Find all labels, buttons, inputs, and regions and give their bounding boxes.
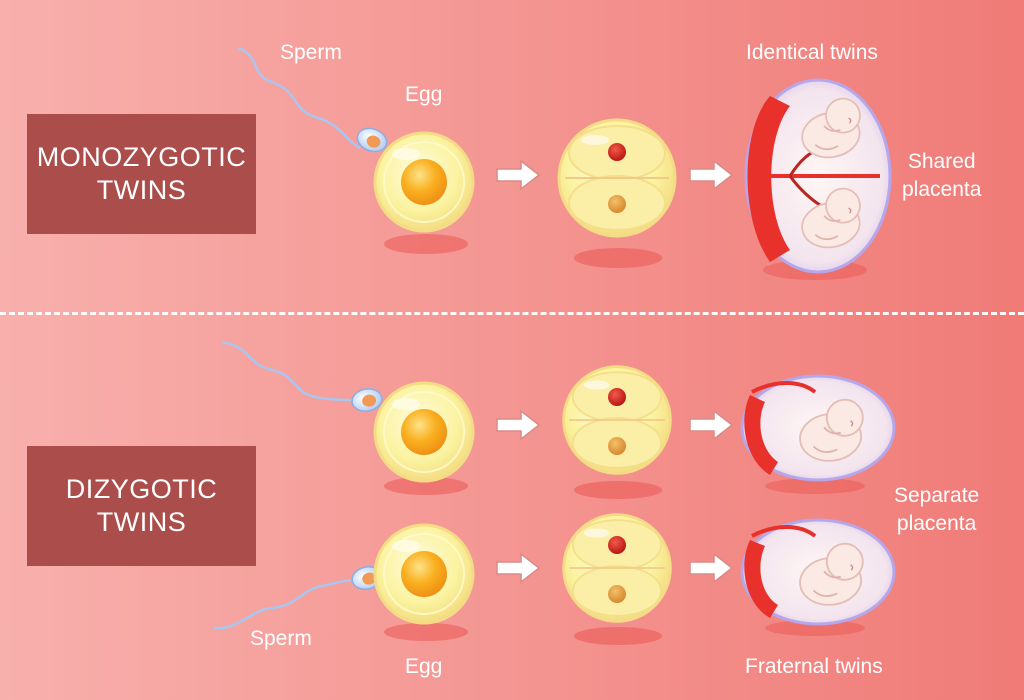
sperm-tail-bottom-2 xyxy=(213,578,357,630)
nucleus-bottom-1-orange xyxy=(608,437,626,455)
monozygotic-title-box: MONOZYGOTIC TWINS xyxy=(27,114,256,234)
sperm-tail-bottom-1 xyxy=(221,340,357,402)
separate-placenta-line2: placenta xyxy=(896,512,977,535)
section-divider xyxy=(0,312,1024,315)
separate-placenta-line1: Separate xyxy=(894,484,980,507)
fraternal-twins-label: Fraternal twins xyxy=(745,655,883,678)
zygote-shadow-top xyxy=(574,248,662,268)
egg-bottom-2 xyxy=(373,523,475,625)
egg-shadow-top xyxy=(384,234,468,254)
nucleus-bottom-2-orange xyxy=(608,585,626,603)
twin-shadow-bottom-1 xyxy=(765,478,865,494)
shared-placenta-line2: placenta xyxy=(902,178,982,201)
sperm-label-bottom: Sperm xyxy=(250,627,312,650)
shared-placenta-label: Shared placenta xyxy=(902,148,981,204)
sperm-label-top: Sperm xyxy=(280,41,342,64)
egg-label-top: Egg xyxy=(405,83,443,106)
dizygotic-title-box: DIZYGOTIC TWINS xyxy=(27,446,256,566)
shared-placenta-line1: Shared xyxy=(907,150,976,173)
egg-shadow-bottom-2 xyxy=(384,623,468,641)
zygote-bottom-1 xyxy=(562,365,672,475)
zygote-bottom-2 xyxy=(562,513,672,623)
nucleus-top-orange xyxy=(608,195,626,213)
zygote-shadow-bottom-2 xyxy=(574,627,662,645)
separate-placenta-twin-1 xyxy=(740,374,896,482)
shared-placenta-twins xyxy=(744,78,892,274)
egg-label-bottom: Egg xyxy=(405,655,443,678)
monozygotic-title-line2: TWINS xyxy=(96,175,187,205)
separate-placenta-label: Separate placenta xyxy=(894,482,979,538)
twin-shadow-bottom-2 xyxy=(765,620,865,636)
nucleus-bottom-1-red xyxy=(608,388,626,406)
identical-twins-label: Identical twins xyxy=(746,41,878,64)
egg-shadow-bottom-1 xyxy=(384,477,468,495)
egg-top xyxy=(373,131,475,233)
monozygotic-title-line1: MONOZYGOTIC xyxy=(36,142,247,172)
separate-placenta-twin-2 xyxy=(740,518,896,626)
sperm-tail-top xyxy=(237,46,361,150)
dizygotic-title-line1: DIZYGOTIC xyxy=(65,474,218,504)
zygote-top xyxy=(557,118,677,238)
zygote-shadow-bottom-1 xyxy=(574,481,662,499)
egg-bottom-1 xyxy=(373,381,475,483)
dizygotic-title-line2: TWINS xyxy=(96,507,187,537)
nucleus-bottom-2-red xyxy=(608,536,626,554)
nucleus-top-red xyxy=(608,143,626,161)
